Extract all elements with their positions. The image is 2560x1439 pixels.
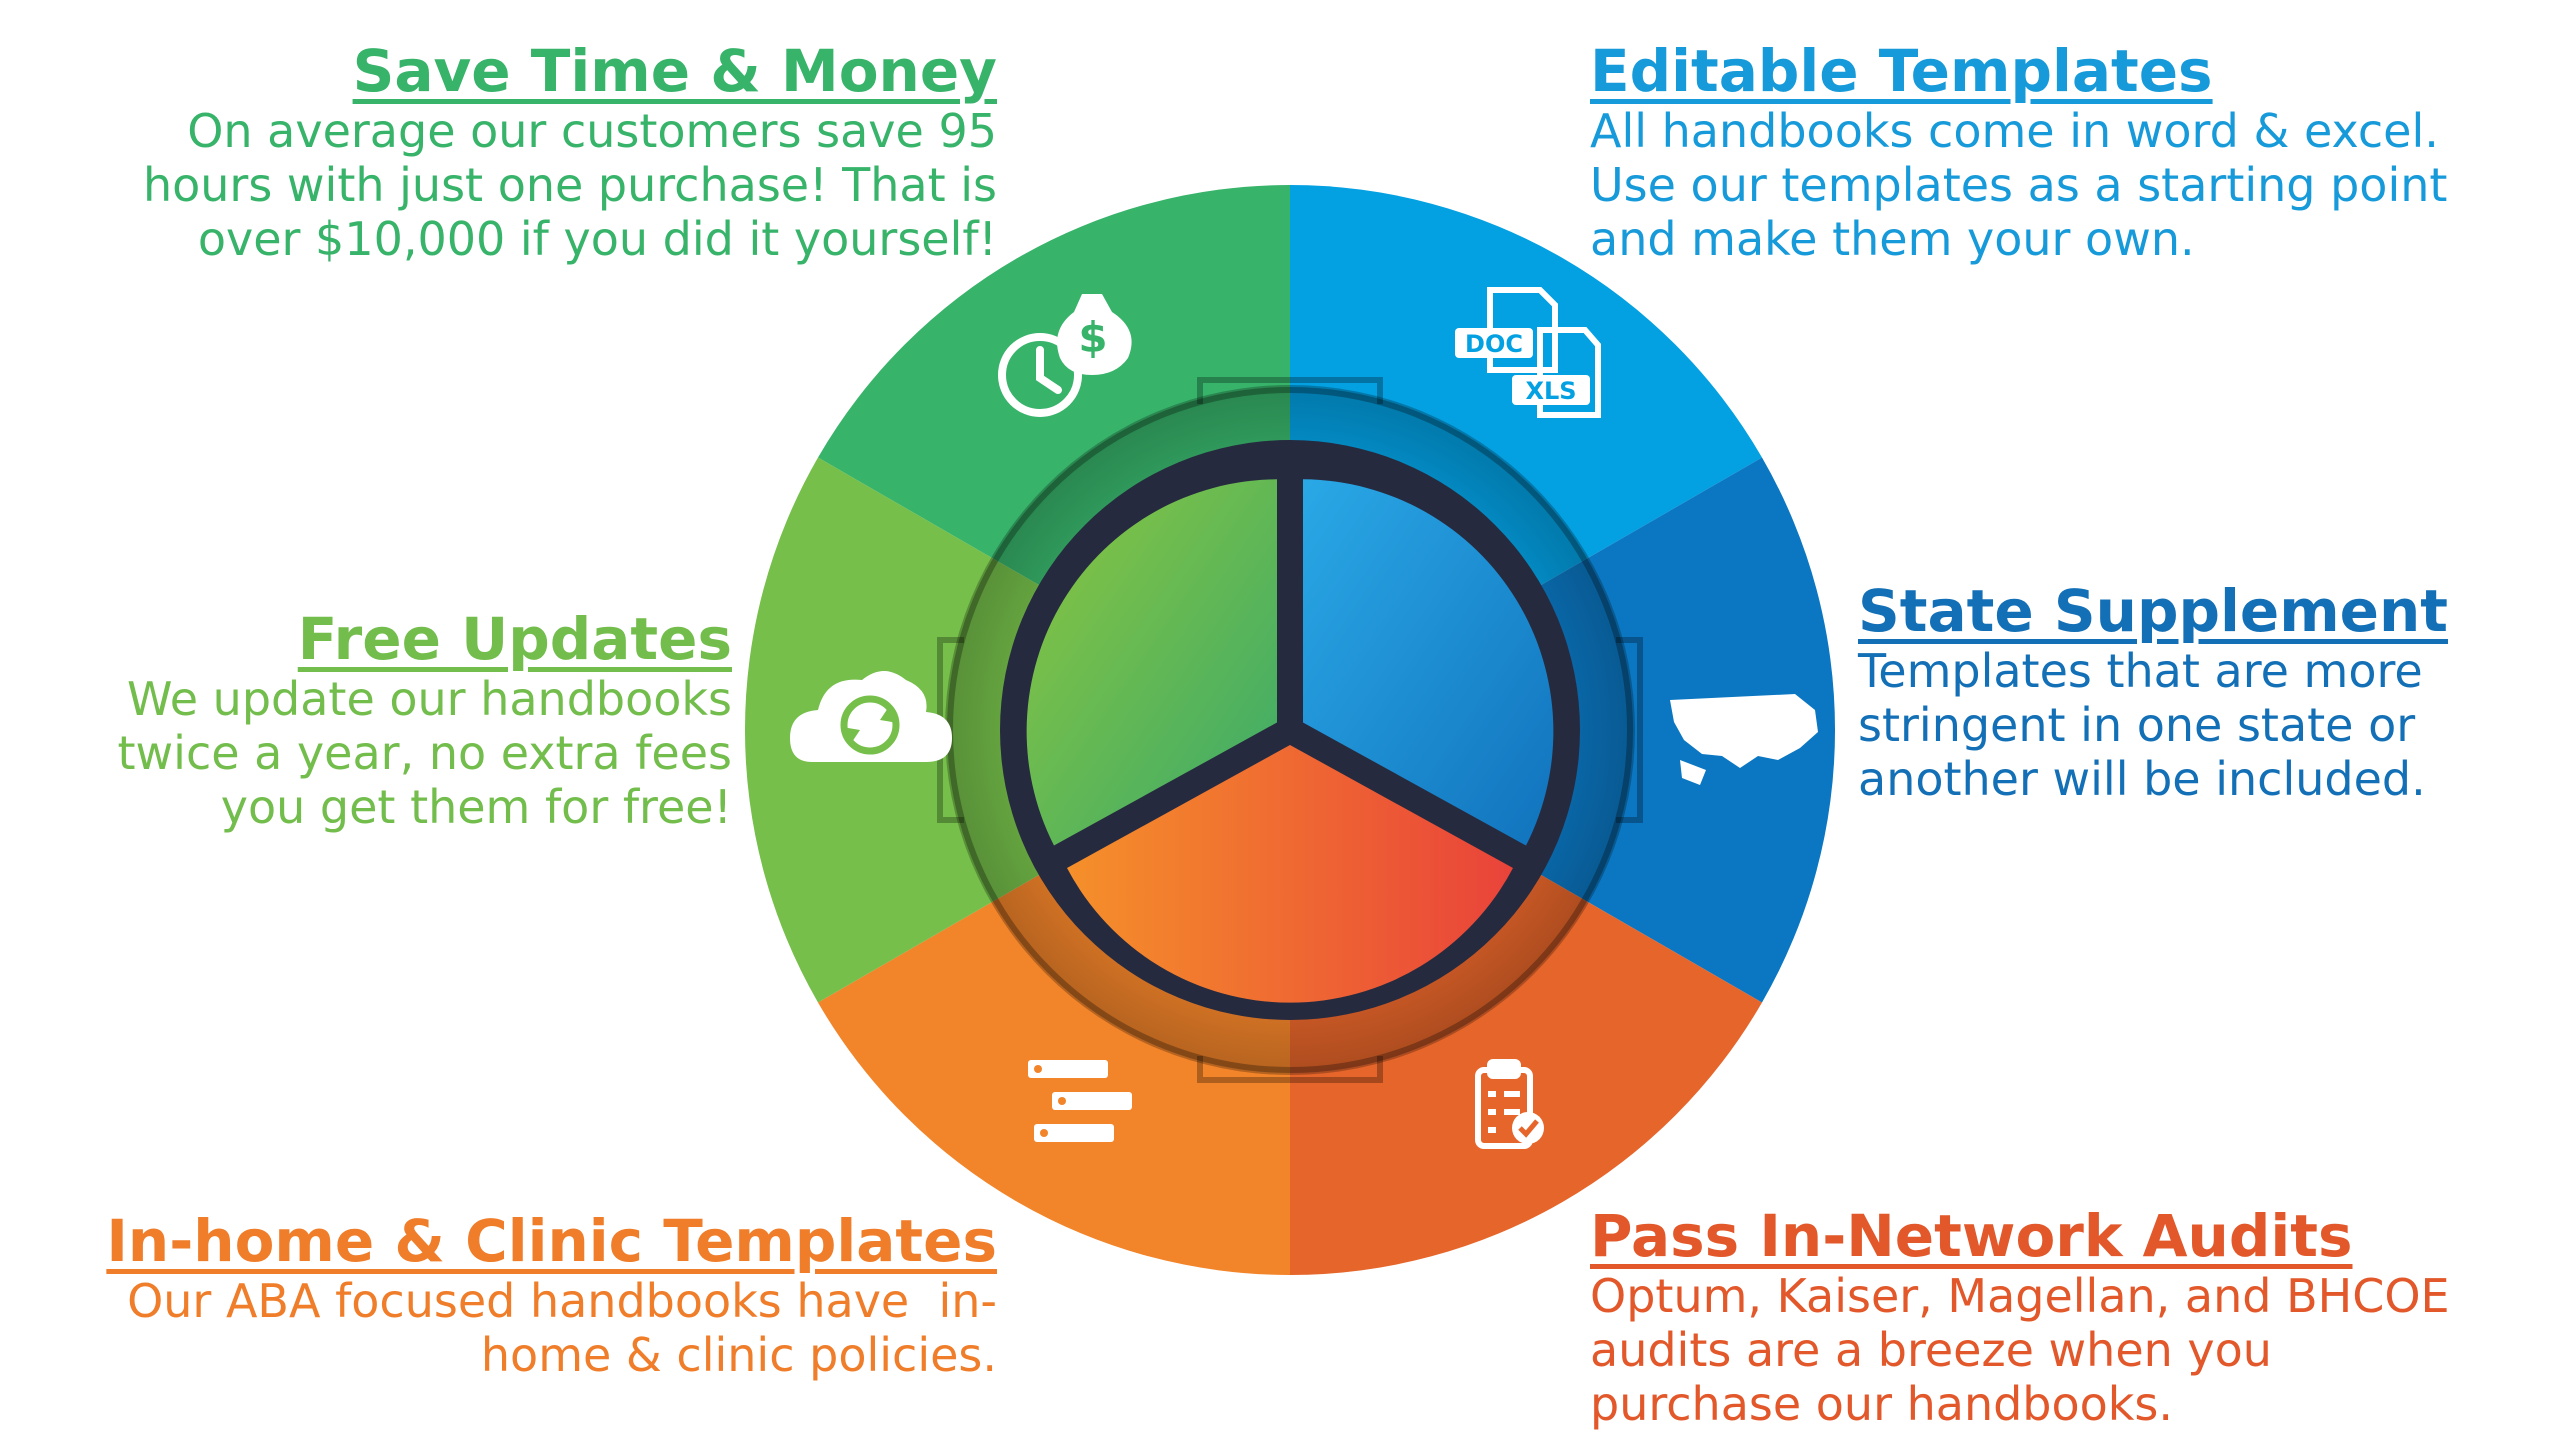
editable-templates-block: Editable Templates All handbooks come in… [1590, 37, 2448, 266]
cloud-sync-icon [790, 671, 952, 762]
state-supplement-block: State Supplement Templates that are more… [1858, 577, 2448, 806]
state-supplement-line-3: another will be included. [1858, 751, 2426, 806]
editable-templates-title: Editable Templates [1590, 37, 2213, 105]
save-time-line-2: hours with just one purchase! That is [142, 157, 997, 212]
free-updates-block: Free Updates We update our handbooks twi… [117, 605, 733, 834]
pass-audits-title: Pass In-Network Audits [1590, 1202, 2353, 1270]
money-clock-icon: $ [998, 294, 1132, 417]
save-time-line-1: On average our customers save 95 [187, 103, 997, 158]
editable-templates-line-1: All handbooks come in word & excel. [1590, 103, 2439, 158]
save-time-title: Save Time & Money [352, 37, 997, 105]
free-updates-line-3: you get them for free! [220, 779, 732, 834]
save-time-line-3: over $10,000 if you did it yourself! [197, 211, 997, 266]
state-supplement-title: State Supplement [1858, 577, 2448, 645]
inner-wedge-blue [1303, 479, 1554, 846]
clipboard-check-icon [1475, 1059, 1544, 1149]
binders-icon [1028, 1060, 1132, 1142]
free-updates-title: Free Updates [297, 605, 732, 673]
inhome-clinic-block: In-home & Clinic Templates Our ABA focus… [106, 1207, 997, 1382]
state-supplement-line-2: stringent in one state or [1858, 697, 2416, 752]
pass-audits-line-1: Optum, Kaiser, Magellan, and BHCOE [1590, 1268, 2450, 1323]
state-supplement-line-1: Templates that are more [1858, 643, 2423, 698]
free-updates-line-2: twice a year, no extra fees [117, 725, 733, 780]
inhome-clinic-line-2: home & clinic policies. [480, 1327, 997, 1382]
editable-templates-line-2: Use our templates as a starting point [1590, 157, 2448, 212]
pass-audits-block: Pass In-Network Audits Optum, Kaiser, Ma… [1590, 1202, 2450, 1431]
inhome-clinic-title: In-home & Clinic Templates [106, 1207, 997, 1275]
svg-text:$: $ [1078, 313, 1107, 362]
free-updates-line-1: We update our handbooks [126, 671, 732, 726]
inner-wedge-green [1026, 479, 1277, 846]
inner-wedge-orange [1067, 745, 1513, 1003]
svg-text:DOC: DOC [1465, 330, 1523, 358]
inhome-clinic-line-1: Our ABA focused handbooks have in- [127, 1273, 997, 1328]
doc-xls-icon: DOC XLS [1455, 287, 1601, 418]
pass-audits-line-3: purchase our handbooks. [1590, 1376, 2174, 1431]
save-time-block: Save Time & Money On average our custome… [142, 37, 997, 266]
editable-templates-line-3: and make them your own. [1590, 211, 2195, 266]
pass-audits-line-2: audits are a breeze when you [1590, 1322, 2272, 1377]
svg-text:XLS: XLS [1525, 377, 1576, 405]
usa-map-icon [1670, 694, 1818, 785]
